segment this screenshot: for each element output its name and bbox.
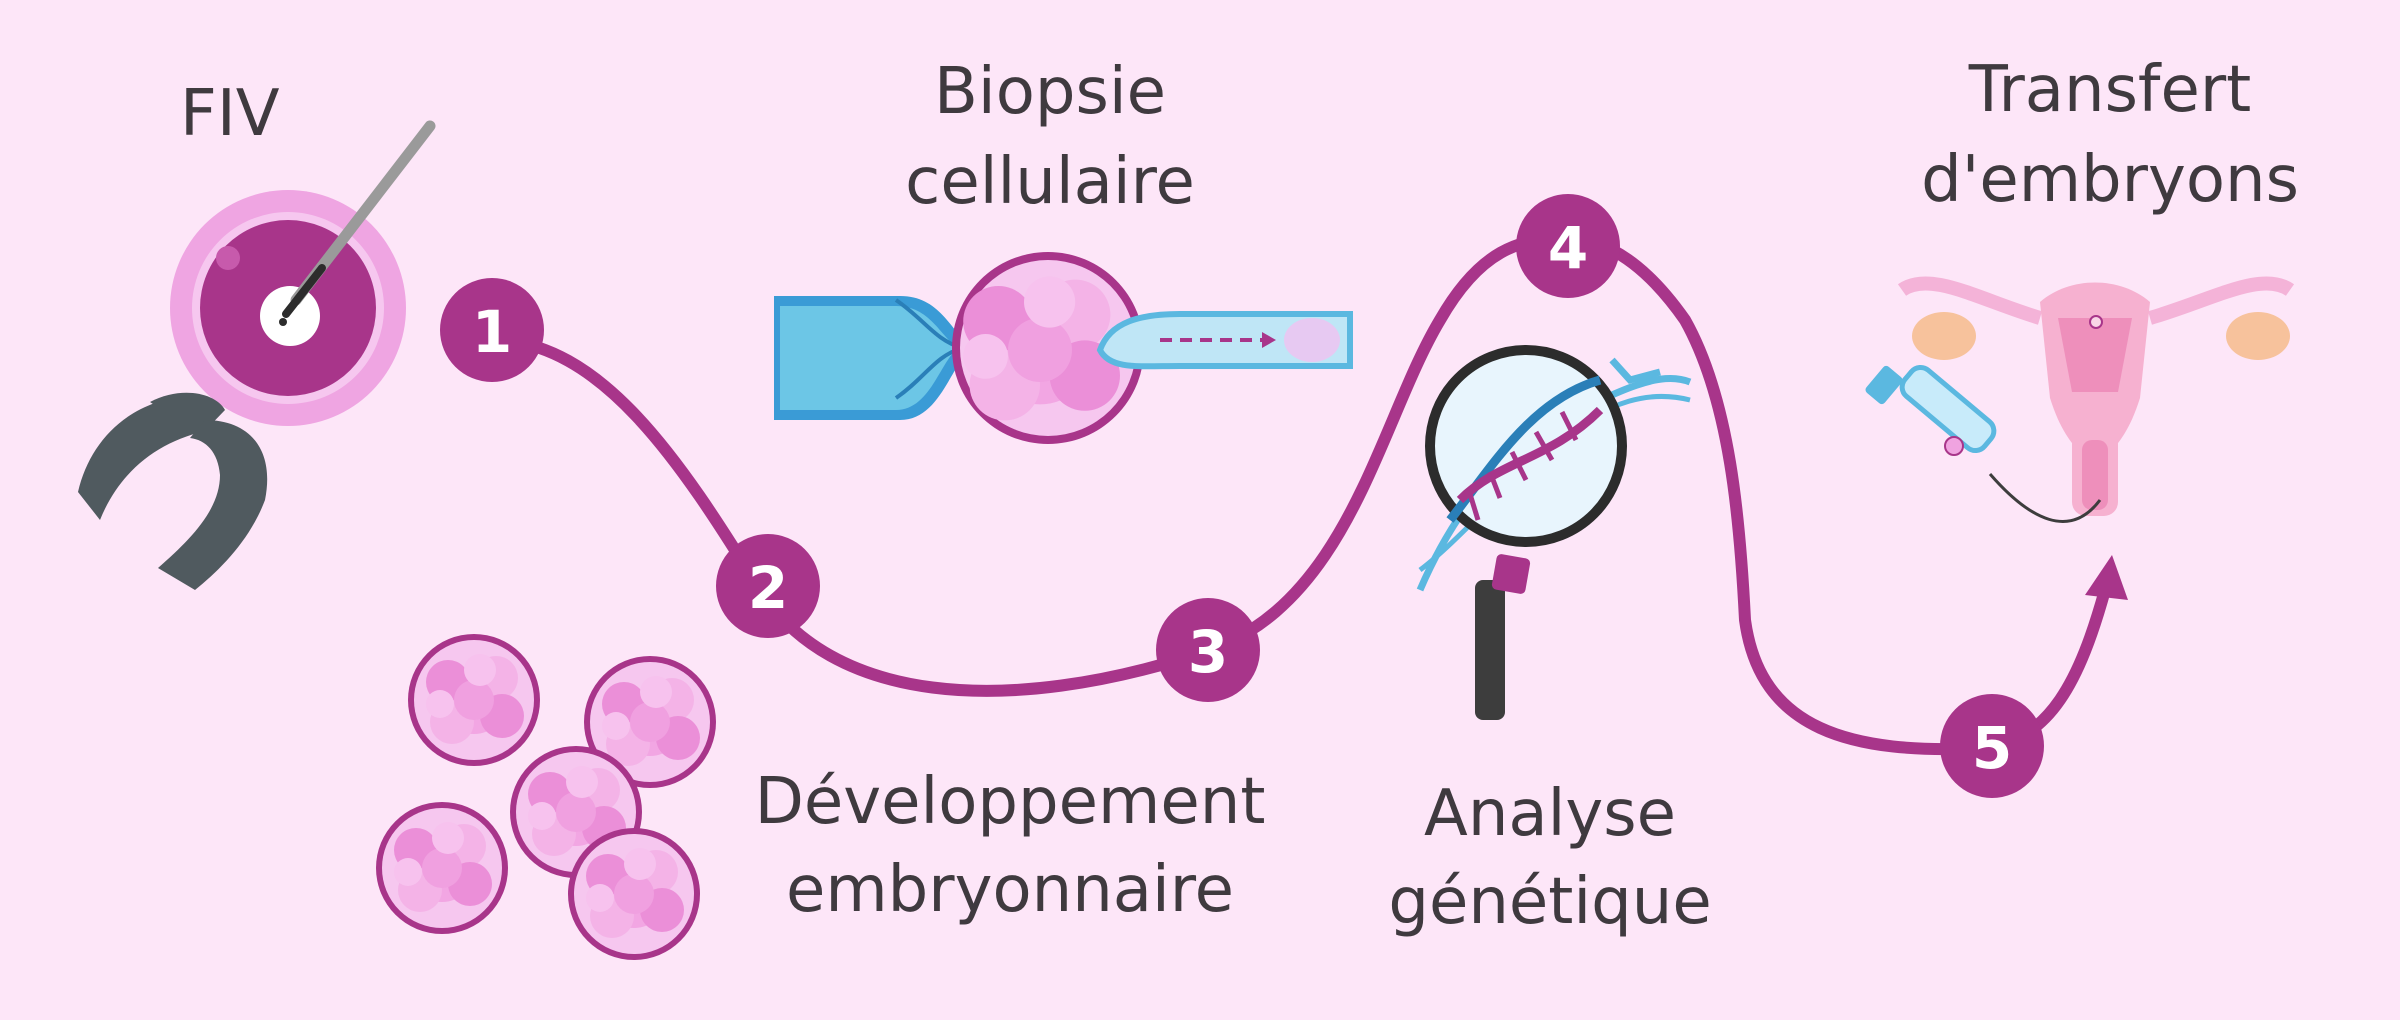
- step-2-number: 2: [748, 554, 788, 622]
- step-3-marker: 3: [1156, 598, 1260, 702]
- label-transfert-line2: d'embryons: [1921, 143, 2299, 217]
- step-5-marker: 5: [1940, 694, 2044, 798]
- step-3-number: 3: [1188, 618, 1228, 686]
- label-analyse: Analyse génétique: [1370, 782, 1730, 934]
- label-analyse-line2: génétique: [1388, 865, 1712, 939]
- ivf-egg-icon: [170, 120, 436, 426]
- label-biopsie-line1: Biopsie: [934, 55, 1166, 129]
- label-fiv: FIV: [180, 82, 290, 146]
- arrow-head: [2085, 555, 2128, 600]
- label-fiv-text: FIV: [180, 77, 280, 151]
- step-1-marker: 1: [440, 278, 544, 382]
- step-4-marker: 4: [1516, 194, 1620, 298]
- step-5-number: 5: [1972, 714, 2012, 782]
- step-2-marker: 2: [716, 534, 820, 638]
- biopsy-pipette-icon: [774, 252, 1353, 444]
- label-developpement-line1: Développement: [754, 765, 1266, 839]
- label-biopsie-line2: cellulaire: [905, 145, 1195, 219]
- label-developpement-line2: embryonnaire: [785, 853, 1235, 927]
- label-developpement: Développement embryonnaire: [740, 770, 1280, 922]
- label-transfert: Transfert d'embryons: [1890, 58, 2330, 212]
- magnifier-dna-icon: [1416, 345, 1692, 720]
- uterus-syringe-icon: [1865, 276, 2295, 523]
- label-analyse-line1: Analyse: [1424, 777, 1676, 851]
- step-4-number: 4: [1548, 214, 1588, 282]
- embryo-cluster-icon: [376, 634, 716, 960]
- label-transfert-line1: Transfert: [1968, 53, 2252, 127]
- step-1-number: 1: [472, 298, 512, 366]
- label-biopsie: Biopsie cellulaire: [880, 60, 1220, 214]
- forceps-icon: [78, 392, 268, 590]
